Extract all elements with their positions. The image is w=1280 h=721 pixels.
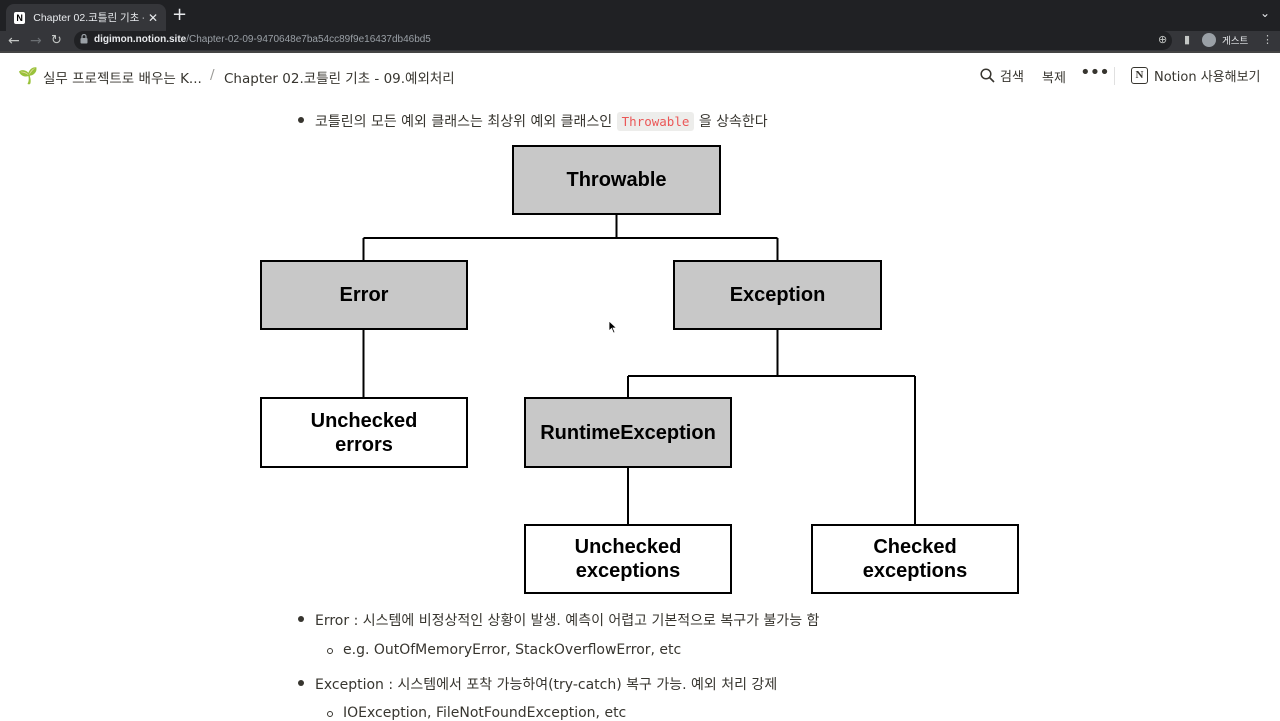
zoom-icon[interactable]: ⊕ bbox=[1158, 34, 1168, 46]
search-icon bbox=[980, 68, 995, 83]
more-icon[interactable]: ••• bbox=[1080, 62, 1110, 83]
sprout-icon: 🌱 bbox=[18, 66, 38, 85]
node-unchecked-errors-line1: Unchecked bbox=[311, 410, 418, 432]
url-path: /Chapter-02-09-9470648e7ba54cc89f9e16437… bbox=[186, 34, 431, 45]
try-notion-label: Notion 사용해보기 bbox=[1154, 70, 1261, 85]
guest-label: 게스트 bbox=[1222, 36, 1249, 47]
notion-logo-icon: N bbox=[1131, 67, 1148, 84]
node-unchecked-exceptions-line2: exceptions bbox=[576, 560, 680, 582]
breadcrumb-separator: / bbox=[210, 67, 215, 83]
bullet-dot bbox=[298, 680, 304, 686]
node-unchecked-errors-line2: errors bbox=[335, 434, 393, 456]
node-unchecked-exceptions-line1: Unchecked bbox=[575, 536, 682, 558]
error-line: Error : 시스템에 비정상적인 상황이 발생. 예측이 어렵고 기본적으로… bbox=[315, 613, 820, 629]
toolbar-divider bbox=[0, 51, 1280, 53]
notion-topbar: 🌱 실무 프로젝트로 배우는 K... / Chapter 02.코틀린 기초 … bbox=[0, 53, 1280, 98]
lock-icon bbox=[80, 34, 88, 44]
node-checked-exceptions-line1: Checked bbox=[873, 536, 956, 558]
search-button[interactable]: 검색 bbox=[980, 66, 1024, 85]
intro-text-before: 코틀린의 모든 예외 클래스는 최상위 예외 클래스인 bbox=[315, 114, 613, 130]
url-text[interactable]: digimon.notion.site/Chapter-02-09-947064… bbox=[94, 34, 431, 45]
address-bar[interactable] bbox=[74, 31, 1172, 50]
close-icon[interactable]: ✕ bbox=[147, 10, 158, 25]
node-exception-label: Exception bbox=[730, 284, 826, 306]
chevron-down-icon[interactable]: ⌄ bbox=[1259, 6, 1270, 20]
node-runtime-exception: RuntimeException bbox=[524, 397, 732, 468]
node-checked-exceptions: Checked exceptions bbox=[811, 524, 1019, 594]
side-panel-icon[interactable]: ▮ bbox=[1184, 34, 1191, 46]
search-label: 검색 bbox=[1000, 70, 1024, 85]
node-error: Error bbox=[260, 260, 468, 330]
node-exception: Exception bbox=[673, 260, 882, 330]
browser-tab-bar: N Chapter 02.코틀린 기초 - 09.예외처리 ✕ + ⌄ bbox=[0, 0, 1280, 31]
sub-bullet-dot bbox=[327, 648, 333, 654]
duplicate-button[interactable]: 복제 bbox=[1042, 71, 1066, 86]
bullet-dot bbox=[298, 117, 304, 123]
notion-favicon-icon: N bbox=[14, 11, 26, 24]
browser-tab[interactable]: N Chapter 02.코틀린 기초 - 09.예외처리 ✕ bbox=[6, 4, 166, 31]
connector-lines bbox=[362, 214, 916, 525]
back-icon[interactable]: ← bbox=[8, 33, 20, 49]
intro-text-after: 을 상속한다 bbox=[698, 114, 768, 130]
try-notion-button[interactable]: N Notion 사용해보기 bbox=[1131, 66, 1261, 85]
bullet-dot bbox=[298, 616, 304, 622]
new-tab-icon[interactable]: + bbox=[172, 4, 188, 25]
exception-line: Exception : 시스템에서 포착 가능하여(try-catch) 복구 … bbox=[315, 677, 778, 693]
node-checked-exceptions-line2: exceptions bbox=[863, 560, 967, 582]
node-runtime-exception-label: RuntimeException bbox=[540, 422, 716, 444]
sub-bullet-dot bbox=[327, 711, 333, 717]
node-unchecked-errors: Unchecked errors bbox=[260, 397, 468, 468]
node-unchecked-exceptions: Unchecked exceptions bbox=[524, 524, 732, 594]
header-divider bbox=[1114, 67, 1115, 85]
avatar bbox=[1202, 33, 1216, 47]
inline-code-throwable: Throwable bbox=[616, 112, 695, 131]
breadcrumb-current[interactable]: Chapter 02.코틀린 기초 - 09.예외처리 bbox=[224, 71, 455, 87]
node-throwable-label: Throwable bbox=[566, 169, 666, 191]
forward-icon[interactable]: → bbox=[30, 33, 42, 49]
exception-example-line: IOException, FileNotFoundException, etc bbox=[343, 705, 627, 721]
url-domain: digimon.notion.site bbox=[94, 34, 187, 45]
breadcrumb-parent[interactable]: 실무 프로젝트로 배우는 K... bbox=[43, 71, 202, 87]
kebab-menu-icon[interactable]: ⋮ bbox=[1262, 34, 1273, 46]
profile-button[interactable]: 게스트 bbox=[1202, 33, 1248, 47]
reload-icon[interactable]: ↻ bbox=[51, 33, 62, 48]
intro-line: 코틀린의 모든 예외 클래스는 최상위 예외 클래스인 Throwable 을 … bbox=[315, 111, 768, 131]
tab-title: Chapter 02.코틀린 기초 - 09.예외처리 bbox=[33, 12, 144, 24]
error-example-line: e.g. OutOfMemoryError, StackOverflowErro… bbox=[343, 642, 682, 658]
mouse-cursor-icon bbox=[608, 320, 618, 334]
browser-toolbar: ← → ↻ digimon.notion.site/Chapter-02-09-… bbox=[0, 31, 1280, 51]
node-error-label: Error bbox=[340, 284, 389, 306]
node-throwable: Throwable bbox=[512, 145, 721, 215]
